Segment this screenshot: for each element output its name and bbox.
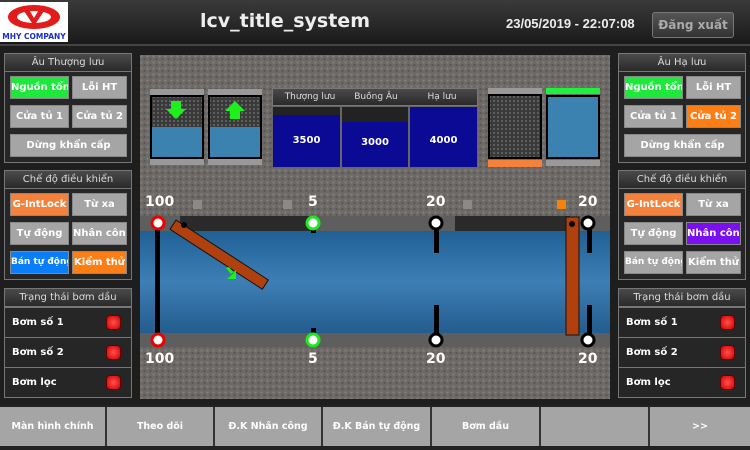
level-value: 3500 [292,135,321,146]
nav-manual-control[interactable]: Đ.K Nhân công [215,407,323,446]
pump-label: Bơm số 1 [626,317,678,328]
downstream-gate-1 [488,88,542,167]
pump-row: Bơm lọc [5,367,131,397]
gate-value-top: 5 [308,194,318,210]
logout-button[interactable]: Đăng xuất [652,12,734,38]
g-intlock-button[interactable]: G-IntLock [624,193,683,216]
cabinet-door-1-button[interactable]: Cửa tủ 1 [10,105,69,128]
semi-auto-button[interactable]: Bán tự động [624,251,683,274]
nav-next[interactable]: >> [650,407,750,446]
main-power-button[interactable]: Nguồn tổng [10,76,69,99]
panel-title: Chế độ điều khiển [619,171,745,189]
app-title: lcv_title_system [199,10,370,32]
downstream-panel: Âu Hạ lưu Nguồn tổng Lỗi HT Cửa tủ 1 Cửa… [618,53,746,163]
panel-title: Trạng thái bơm dầu [5,289,131,307]
pump-label: Bơm lọc [626,377,671,388]
header-chamber: Buồng Âu [354,92,398,102]
header-upstream: Thượng lưu [284,92,336,102]
gate-value-bottom: 20 [426,351,446,367]
pump-label: Bơm số 2 [626,347,678,358]
status-led-icon [106,375,121,390]
panel-title: Âu Hạ lưu [619,54,745,72]
emergency-stop-button[interactable]: Dừng khẩn cấp [10,134,127,157]
emergency-stop-button[interactable]: Dừng khẩn cấp [624,134,741,157]
upstream-panel: Âu Thượng lưu Nguồn tổng Lỗi HT Cửa tủ 1… [4,53,132,163]
gate-value-top: 100 [145,194,175,210]
pump-label: Bơm số 2 [12,347,64,358]
panel-title: Âu Thượng lưu [5,54,131,72]
gate-value-top: 20 [426,194,446,210]
manual-button[interactable]: Nhân công [686,222,741,245]
upstream-gate-2 [208,89,262,165]
status-led-icon [720,345,735,360]
pump-status-panel: Trạng thái bơm dầu Bơm số 1 Bơm số 2 Bơm… [4,288,132,398]
status-led-icon [720,315,735,330]
pump-row: Bơm số 2 [619,337,745,367]
gate-value-bottom: 20 [578,351,598,367]
control-mode-panel: Chế độ điều khiển G-IntLock Từ xa Tự độn… [618,170,746,280]
svg-text:MHY COMPANY: MHY COMPANY [2,32,66,41]
nav-empty[interactable] [541,407,650,446]
gate-value-top: 20 [578,194,598,210]
nav-main-screen[interactable]: Màn hình chính [0,407,107,446]
header-downstream: Hạ lưu [427,92,457,102]
header-bar [0,0,750,46]
downstream-gate-2 [546,88,600,166]
status-led-icon [106,315,121,330]
control-mode-panel: Chế độ điều khiển G-IntLock Từ xa Tự độn… [4,170,132,280]
level-value: 4000 [429,135,458,146]
direction-arrow-icon [226,267,236,279]
remote-button[interactable]: Từ xa [686,193,741,216]
auto-button[interactable]: Tự động [10,222,69,245]
system-error-button[interactable]: Lỗi HT [72,76,127,99]
gate-value-bottom: 100 [145,351,175,367]
test-button[interactable]: Kiểm thử [72,251,127,274]
nav-oil-pump[interactable]: Bơm dầu [432,407,541,446]
test-button[interactable]: Kiểm thử [686,251,741,274]
datetime: 23/05/2019 - 22:07:08 [506,16,635,31]
pump-row: Bơm số 2 [5,337,131,367]
cabinet-door-2-button[interactable]: Cửa tủ 2 [686,105,741,128]
lock-scene: 100 5 20 20 100 5 20 20 Thượng lưu Buồng… [140,55,610,399]
semi-auto-button[interactable]: Bán tự động [10,251,69,274]
panel-title: Chế độ điều khiển [5,171,131,189]
level-value: 3000 [361,137,389,148]
level-table-header: Thượng lưu Buồng Âu Hạ lưu [272,88,478,106]
nav-monitor[interactable]: Theo dõi [107,407,215,446]
pump-label: Bơm lọc [12,377,57,388]
status-led-icon [106,345,121,360]
level-downstream: 4000 [409,106,478,168]
remote-button[interactable]: Từ xa [72,193,127,216]
pump-label: Bơm số 1 [12,317,64,328]
downstream-gate-leaf [565,216,580,336]
company-logo: MHY COMPANY [0,2,68,42]
bottom-nav: Màn hình chính Theo dõi Đ.K Nhân công Đ.… [0,405,750,450]
cabinet-door-2-button[interactable]: Cửa tủ 2 [72,105,127,128]
cabinet-door-1-button[interactable]: Cửa tủ 1 [624,105,683,128]
pump-status-panel: Trạng thái bơm dầu Bơm số 1 Bơm số 2 Bơm… [618,288,746,398]
status-led-icon [720,375,735,390]
g-intlock-button[interactable]: G-IntLock [10,193,69,216]
gate-value-bottom: 5 [308,351,318,367]
pump-row: Bơm lọc [619,367,745,397]
level-upstream: 3500 [272,106,341,168]
pump-row: Bơm số 1 [5,307,131,337]
panel-title: Trạng thái bơm dầu [619,289,745,307]
main-power-button[interactable]: Nguồn tổng [624,76,683,99]
upstream-gate-1 [150,89,204,165]
nav-semi-auto-control[interactable]: Đ.K Bán tự động [323,407,432,446]
level-chamber: 3000 [341,106,409,168]
upstream-miter-gate [169,219,270,290]
pump-row: Bơm số 1 [619,307,745,337]
manual-button[interactable]: Nhân công [72,222,127,245]
auto-button[interactable]: Tự động [624,222,683,245]
system-error-button[interactable]: Lỗi HT [686,76,741,99]
